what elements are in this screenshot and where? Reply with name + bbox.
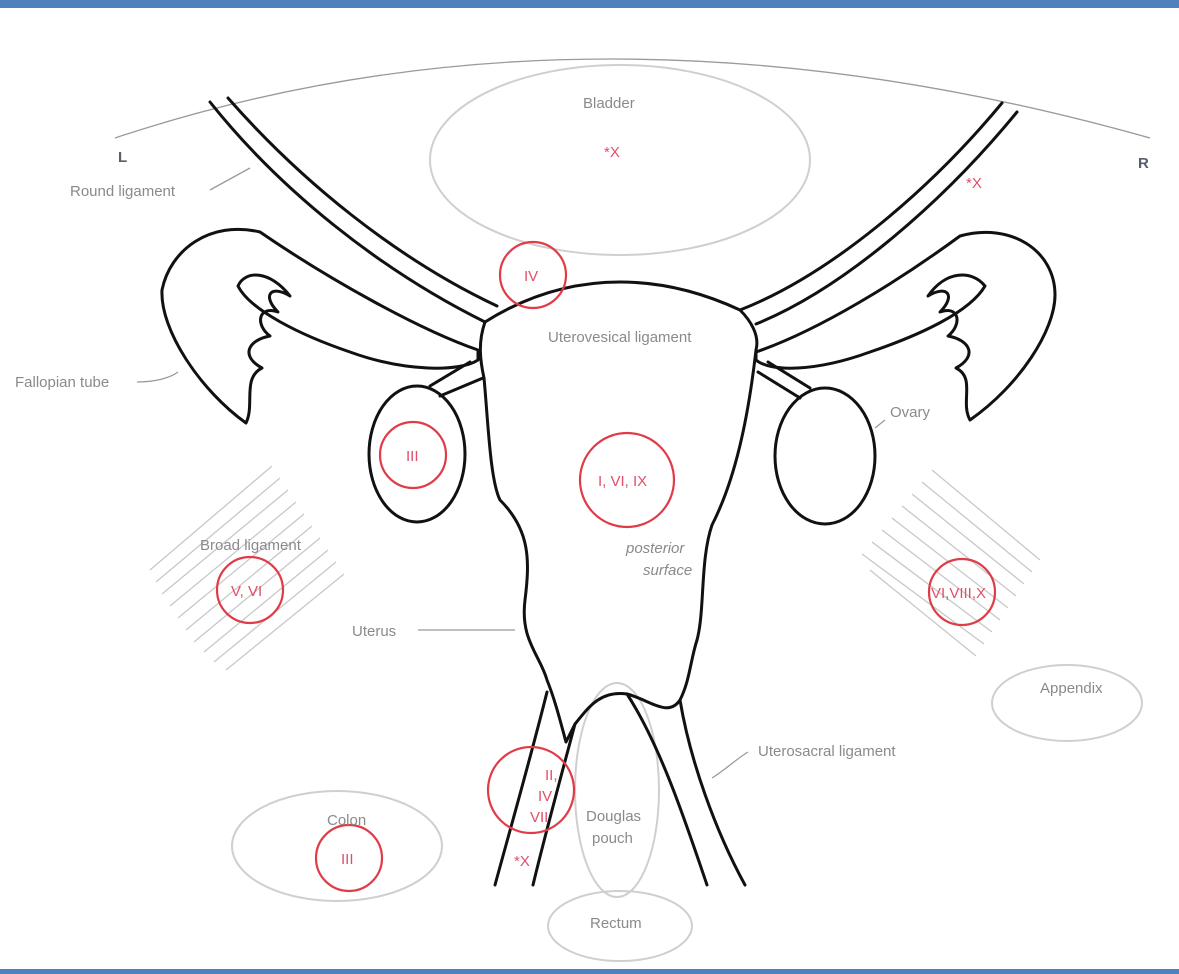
left-round-ligament-inner: [228, 98, 497, 306]
right-round-ligament-outer: [740, 103, 1002, 310]
ovary-leader: [875, 420, 885, 428]
uterus-body-site-label: I, VI, IX: [598, 473, 647, 490]
left-ovary-site-label: III: [406, 448, 419, 465]
top-frame-bar: [0, 0, 1179, 8]
fallopian-tube-leader: [137, 372, 178, 382]
uterosacral-site-mark: *X: [514, 853, 530, 870]
round-ligament-leader: [210, 168, 250, 190]
uterosacral-site-label-line1: II,: [545, 767, 558, 784]
rectum-label: Rectum: [590, 915, 642, 932]
posterior-surface-label-line2: surface: [643, 562, 692, 579]
right-fallopian-tube: [756, 232, 1055, 420]
bladder-site-mark: *X: [604, 144, 620, 161]
right-uterosacral-ligament-inner: [627, 694, 707, 885]
uterosacral-site-label-line2: IV: [538, 788, 552, 805]
uterus-outline: [480, 282, 757, 742]
colon-outline: [232, 791, 442, 901]
right-round-ligament-site-mark: *X: [966, 175, 982, 192]
bladder-outline: [430, 65, 810, 255]
appendix-outline: [992, 665, 1142, 741]
round-ligament-label: Round ligament: [70, 183, 176, 200]
colon-site-label: III: [341, 851, 354, 868]
left-broad-ligament-site-label: V, VI: [231, 583, 262, 600]
uterovesical-site-label: IV: [524, 268, 538, 285]
ovary-label: Ovary: [890, 404, 931, 421]
right-broad-ligament-site-label: VI,VIII,X: [931, 585, 986, 602]
colon-label: Colon: [327, 812, 366, 829]
uterovesical-ligament-label: Uterovesical ligament: [548, 329, 692, 346]
right-ovary: [775, 388, 875, 524]
left-side-label: L: [118, 149, 127, 166]
right-ovarian-ligament: [758, 372, 800, 398]
uterosacral-site-label-line3: VII: [530, 809, 548, 826]
right-uterosacral-ligament: [680, 700, 745, 885]
left-ovarian-ligament: [440, 378, 483, 396]
broad-ligament-label: Broad ligament: [200, 537, 302, 554]
posterior-surface-label-line1: posterior: [625, 540, 685, 557]
douglas-pouch-label-line2: pouch: [592, 830, 633, 847]
uterus-label: Uterus: [352, 623, 396, 640]
uterosacral-leader: [712, 752, 748, 778]
left-fallopian-tube: [162, 229, 478, 423]
right-ovarian-ligament-2: [768, 362, 810, 388]
bottom-frame-bar: [0, 969, 1179, 974]
fallopian-tube-label: Fallopian tube: [15, 374, 109, 391]
right-side-label: R: [1138, 155, 1149, 172]
right-broad-ligament-hatch: [862, 470, 1040, 656]
appendix-label: Appendix: [1040, 680, 1103, 697]
bladder-label: Bladder: [583, 95, 635, 112]
douglas-pouch-outline: [575, 683, 659, 897]
uterosacral-ligament-label: Uterosacral ligament: [758, 743, 896, 760]
left-ovarian-ligament-2: [430, 362, 470, 386]
douglas-pouch-label-line1: Douglas: [586, 808, 641, 825]
left-broad-ligament-hatch: [150, 466, 344, 670]
